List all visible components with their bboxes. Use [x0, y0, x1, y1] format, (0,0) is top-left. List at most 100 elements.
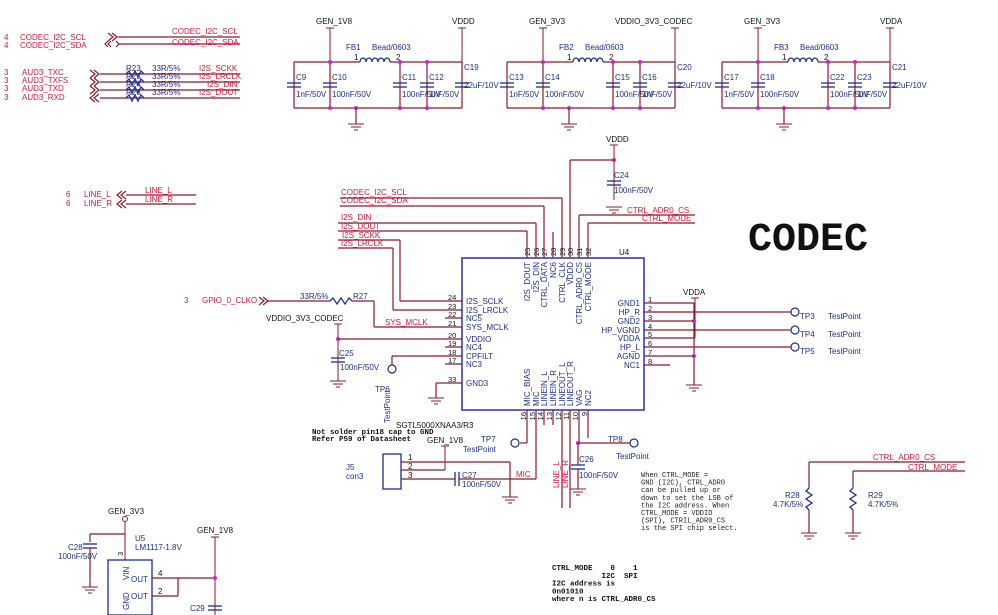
pin-name: MIC: [532, 391, 541, 406]
pin-number: 26: [532, 248, 541, 256]
port-gpio-0-clko[interactable]: GPIO_0_CLKO: [202, 296, 257, 305]
pin-number: 23: [448, 302, 456, 311]
net-label: I2S_DIN: [207, 80, 237, 89]
port-aud3-txc[interactable]: AUD3_TXC: [22, 68, 64, 77]
line-ports: 6 LINE_L 6 LINE_R LINE_L LINE_R: [66, 186, 196, 209]
pin-number: 20: [448, 331, 456, 340]
note-line: down to set the LSB of: [641, 495, 733, 503]
ground-icon: [776, 123, 792, 131]
ref-label: TP5: [800, 347, 815, 356]
testpoint-tp6[interactable]: [387, 364, 397, 374]
ref-label: C14: [545, 73, 560, 82]
pin-name: AGND: [617, 352, 640, 361]
power-label: VDDIO_3V3_CODEC: [615, 17, 693, 26]
value-label: 1nF/50V: [724, 90, 755, 99]
pin-name: GND2: [618, 317, 641, 326]
sheet-title: CODEC: [748, 218, 868, 263]
note-line: GND (I2C), CTRL_ADR0: [641, 480, 725, 488]
power-label: GEN_3V3: [529, 17, 566, 26]
pin-number: 3: [408, 471, 413, 480]
pin-number: 19: [448, 339, 456, 348]
pin-number: 2: [408, 462, 413, 471]
net-label: CODEC_I2C_SCL: [341, 188, 407, 197]
pin-name: I2S_SCLK: [466, 297, 504, 306]
pin-number: 32: [584, 248, 593, 256]
pin-number: 29: [558, 248, 567, 256]
testpoint-tp7[interactable]: [510, 438, 520, 448]
pin-number: 33: [448, 375, 456, 384]
testpoint-label: TestPoint: [828, 347, 862, 356]
ref-label: FB2: [559, 43, 574, 52]
pin-name: VDDA: [618, 334, 641, 343]
testpoint-tp4[interactable]: [790, 325, 800, 335]
resistor-r27: [329, 296, 353, 306]
pin-number: 2: [824, 53, 829, 62]
pin-name: CTRL_DATA: [540, 261, 549, 307]
pin-name: I2S_DOUT: [523, 262, 532, 301]
net-label: CODEC_I2C_SCL: [172, 27, 238, 36]
ctrl-pulldowns: CTRL_ADR0_CS CTRL_MODE R28 4.7K/5% R29 4…: [773, 453, 965, 540]
testpoint-tp3[interactable]: [790, 307, 800, 317]
resistor-r28: [804, 487, 814, 511]
ref-label: C21: [892, 63, 907, 72]
testpoint-tp5[interactable]: [790, 342, 800, 352]
pin-number: 28: [549, 248, 558, 256]
port-line-r[interactable]: LINE_R: [84, 199, 112, 208]
pin-name: GND3: [466, 379, 489, 388]
pin-number: 2: [609, 53, 614, 62]
value-label: 1nF/50V: [642, 90, 673, 99]
ground-icon: [82, 586, 98, 594]
value-label: 100nF/50V: [462, 480, 502, 489]
port-arrow-icon: [107, 32, 118, 42]
value-label: Bead/0603: [800, 43, 839, 52]
pin-name: CTRL_ADR0_CS: [575, 262, 584, 324]
table-line: I2C address is: [552, 581, 616, 589]
regulator-u5[interactable]: [107, 559, 153, 615]
port-aud3-rxd[interactable]: AUD3_RXD: [22, 93, 65, 102]
pin-name: LINEIN_R: [549, 370, 558, 406]
ground-icon: [330, 380, 346, 388]
port-line-l[interactable]: LINE_L: [84, 190, 111, 199]
net-label: I2S_SCKK: [342, 231, 381, 240]
ref-label: FB1: [346, 43, 361, 52]
ferrite-bead-icon: [572, 57, 604, 63]
table-line: where n is CTRL_ADR0_CS: [552, 596, 656, 604]
value-label: 100nF/50V: [830, 90, 870, 99]
value-label: Bead/0603: [372, 43, 411, 52]
port-codec-i2c-scl[interactable]: CODEC_I2C_SCL: [20, 33, 86, 42]
ref-label: R27: [353, 292, 368, 301]
ref-label: J5: [346, 463, 355, 472]
power-label: VDDIO_3V3_CODEC: [266, 314, 344, 323]
ferrite-bead-icon: [359, 57, 391, 63]
pin-name: VDDIO: [466, 335, 491, 344]
pin-number: 1: [354, 53, 359, 62]
ref-label: TP3: [800, 312, 815, 321]
value-label: 33R/5%: [152, 72, 180, 81]
value-label: 33R/5%: [152, 88, 180, 97]
ground-icon: [801, 532, 817, 540]
port-aud3-txd[interactable]: AUD3_TXD: [22, 84, 64, 93]
port-arrow-icon: [89, 69, 100, 79]
ref-label: C25: [339, 349, 354, 358]
pin-number: 3: [648, 313, 652, 322]
pin-number: 2: [648, 304, 652, 313]
note-line: When CTRL_MODE =: [641, 472, 708, 480]
i2c-ports: 4 CODEC_I2C_SCL 4 CODEC_I2C_SDA CODEC_I2…: [4, 27, 240, 50]
power-label-gen-1v8: GEN_1V8: [197, 526, 234, 535]
net-label: I2S_DIN: [341, 213, 371, 222]
aud3-ports: 3 AUD3_TXC 3 AUD3_TXFS 3 AUD3_TXD 3 AUD3…: [4, 64, 242, 103]
port-aud3-txfs[interactable]: AUD3_TXFS: [22, 76, 68, 85]
testpoint-tp8[interactable]: [629, 438, 639, 448]
power-label-vdda: VDDA: [683, 288, 706, 297]
bidir-port-icon: [104, 40, 120, 48]
pin-name: NC6: [549, 261, 558, 278]
connector-j5[interactable]: [382, 453, 402, 490]
testpoint-label: TestPoint: [828, 312, 862, 321]
port-codec-i2c-sda[interactable]: CODEC_I2C_SDA: [20, 41, 87, 50]
pin-number: 31: [575, 248, 584, 256]
port-arrow-icon: [89, 85, 100, 95]
